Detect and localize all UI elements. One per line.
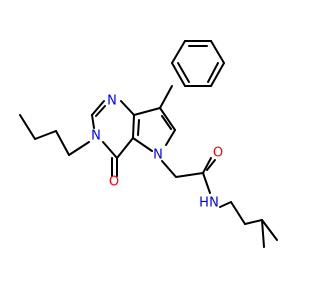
pyrimidinone-ring xyxy=(91,100,135,159)
bond xyxy=(19,114,36,140)
bond xyxy=(219,201,232,208)
atom-n1: N xyxy=(107,94,117,109)
bond xyxy=(68,141,90,156)
bond xyxy=(171,40,186,64)
bond-phenyl-pyrrole xyxy=(159,85,173,109)
bond xyxy=(171,62,186,87)
bond xyxy=(132,114,135,139)
pyrrole-ring xyxy=(132,107,176,152)
bond xyxy=(132,137,153,152)
bond xyxy=(55,130,70,156)
bond-double-inner xyxy=(207,62,219,83)
atom-h-amide: H xyxy=(199,196,209,211)
bond xyxy=(91,100,105,116)
bond-double-inner xyxy=(177,62,190,83)
bond xyxy=(116,137,134,159)
atom-nh-amide: N xyxy=(209,196,219,211)
bond xyxy=(244,219,263,225)
bond xyxy=(165,129,176,146)
bond xyxy=(161,160,177,178)
phenyl-ring xyxy=(171,40,225,87)
atom-n5: N xyxy=(153,148,163,163)
bond xyxy=(120,100,135,116)
bond xyxy=(210,40,225,64)
bond xyxy=(34,130,57,140)
atom-o-amide: O xyxy=(213,146,223,161)
bond-double-inner xyxy=(95,105,106,117)
bond xyxy=(210,62,225,87)
bond xyxy=(202,172,211,194)
bond xyxy=(91,114,95,129)
bond-carbonyl-1 xyxy=(202,157,212,174)
acetamide-chain xyxy=(161,157,278,248)
bond xyxy=(102,141,118,159)
bond-double-inner xyxy=(161,115,172,130)
atom-labels: N N N O O N H xyxy=(91,94,223,211)
bond xyxy=(175,172,204,178)
bond xyxy=(133,107,161,116)
butyl-chain xyxy=(19,114,90,156)
atom-o4: O xyxy=(109,175,119,190)
bond xyxy=(261,219,265,248)
bond xyxy=(159,107,176,131)
bond-carbonyl-2 xyxy=(206,159,216,171)
bond-double-inner xyxy=(137,119,140,136)
chemical-structure-diagram: N N N O O N H xyxy=(19,40,278,248)
bond xyxy=(230,201,246,225)
atom-n3: N xyxy=(91,129,101,144)
bond xyxy=(261,219,278,241)
